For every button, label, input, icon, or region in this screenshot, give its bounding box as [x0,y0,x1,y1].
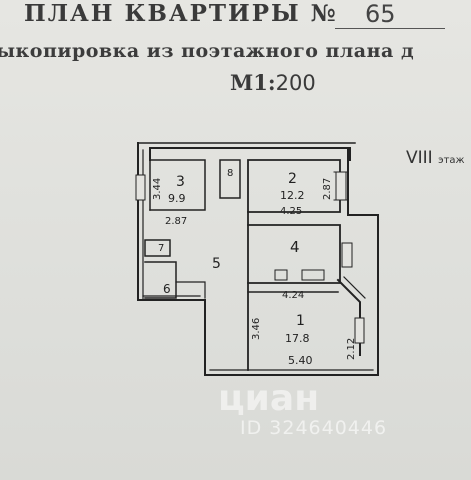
dim-room1-height: 3.46 [251,318,262,340]
room-3-number: 3 [176,174,185,190]
floor-label: VIII этаж [406,148,465,168]
dim-room4-width: 4.24 [282,290,304,301]
room-7-number: 7 [158,243,164,254]
room-8-number: 8 [227,168,233,179]
dim-room2-height: 2.87 [322,178,333,200]
document-subtitle: ыкопировка из поэтажного плана д [0,40,415,62]
number-underline [335,28,445,29]
dim-room1-width: 5.40 [288,354,313,367]
scale-value: 200 [275,71,316,95]
watermark-logo: циан [218,378,320,419]
plan-walls [137,142,379,376]
floor-word: этаж [438,155,465,166]
room-2-area: 12.2 [280,189,305,202]
scale-label: М1:200 [230,70,316,95]
scale-prefix: М1: [230,70,276,95]
watermark-id: ID 324640446 [240,417,388,439]
dim-room1-bay: 2.12 [346,338,357,360]
room-4-number: 4 [290,238,300,256]
window-openings [135,171,365,344]
dim-room2-width: 4.25 [280,206,302,217]
dim-room3-width: 2.87 [165,216,187,227]
apartment-number: 65 [365,0,396,28]
room-1-number: 1 [296,313,305,329]
floor-roman: VIII [406,148,433,168]
room-5-number: 5 [212,256,221,272]
dim-room3-height: 3.44 [152,178,163,200]
document-title: ПЛАН КВАРТИРЫ № [24,0,338,27]
room-6-number: 6 [163,282,171,296]
room-3-area: 9.9 [168,192,186,205]
room-1-area: 17.8 [285,332,310,345]
room-2-number: 2 [288,171,297,187]
